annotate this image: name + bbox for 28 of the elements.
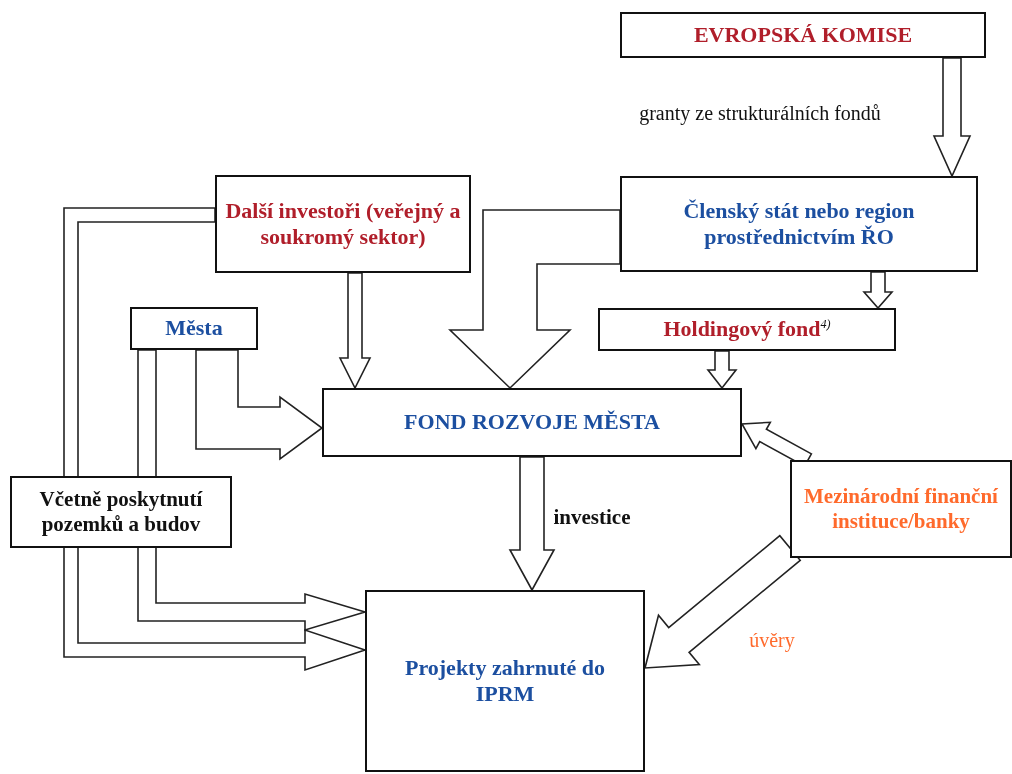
- box-label: Projekty zahrnuté do IPRM: [404, 654, 606, 708]
- process-box: [620, 176, 978, 272]
- box-label: FOND ROZVOJE MĚSTA: [404, 409, 660, 436]
- process-box: [790, 460, 1012, 558]
- block-arrow: [862, 271, 894, 310]
- box-label: Členský stát nebo region prostřednictvím ŘO: [682, 197, 916, 251]
- box-label: Holdingový fond$^{4)}$: [663, 316, 831, 343]
- process-box: [215, 175, 471, 273]
- process-box: [10, 476, 232, 548]
- block-arrow: [643, 534, 802, 669]
- block-arrow: [338, 272, 372, 390]
- box-label: Další investoři (veřejný a soukromý sektor): [225, 197, 461, 251]
- process-box: [365, 590, 645, 772]
- box-label: Mezinárodní finanční instituce/banky: [803, 483, 999, 535]
- process-box: [322, 388, 742, 457]
- block-arrow: [932, 57, 972, 178]
- box-label: EVROPSKÁ KOMISE: [693, 21, 913, 49]
- block-arrow: [63, 207, 368, 672]
- process-box: [130, 307, 258, 350]
- process-box: [598, 308, 896, 351]
- block-arrow: [508, 456, 556, 592]
- process-box: [620, 12, 986, 58]
- box-label: Včetně poskytnutí pozemků a budov: [38, 486, 204, 538]
- box-label: Města: [165, 315, 223, 342]
- block-arrow: [195, 349, 324, 461]
- block-arrow: [448, 209, 621, 390]
- block-arrow: [706, 350, 738, 390]
- edge-label: granty ze strukturálních fondů: [637, 101, 883, 125]
